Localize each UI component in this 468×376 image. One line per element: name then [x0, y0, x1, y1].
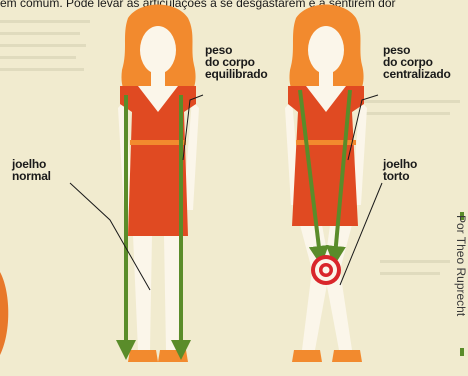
right-knee-label: joelho torto [383, 158, 417, 182]
right-weight-label: peso do corpo centralizado [383, 44, 451, 80]
left-weight-label: peso do corpo equilibrado [205, 44, 267, 80]
knee-target-icon [311, 255, 341, 285]
right-face [308, 26, 344, 74]
left-face [140, 26, 176, 74]
left-figure [118, 5, 199, 363]
credit-text: Por Theo Ruprecht [454, 215, 468, 355]
left-knee-label: joelho normal [12, 158, 51, 182]
orange-blob-shape [0, 272, 8, 355]
right-figure [285, 5, 367, 363]
